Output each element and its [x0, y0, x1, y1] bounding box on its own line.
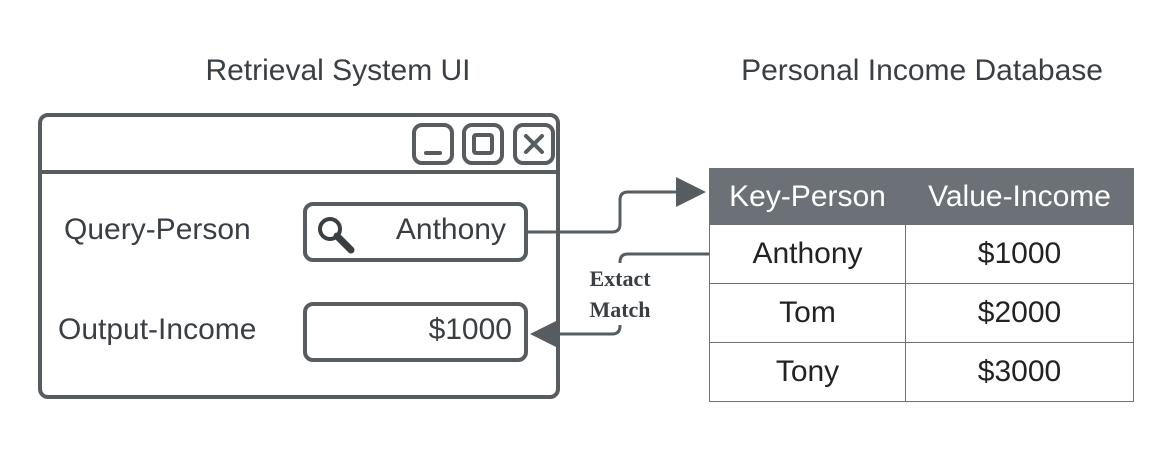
output-income-field: $1000: [303, 302, 528, 362]
table-cell-person: Tom: [709, 283, 906, 343]
output-income-value: $1000: [428, 313, 512, 346]
minimize-button[interactable]: [412, 123, 454, 165]
maximize-button[interactable]: [462, 123, 504, 165]
query-person-value: Anthony: [395, 213, 506, 246]
table-cell-income: $3000: [905, 342, 1134, 402]
annotation-line-2: Match: [589, 297, 651, 322]
search-icon: [318, 217, 355, 254]
table-row: Tom $2000: [709, 283, 1134, 343]
database-section-title: Personal Income Database: [741, 54, 1103, 87]
table-cell-income: $1000: [905, 224, 1134, 284]
close-icon: [524, 134, 544, 154]
ui-section-title: Retrieval System UI: [205, 54, 471, 87]
exact-match-annotation: Extact Match: [578, 263, 662, 325]
header-value-income: Value-Income: [905, 168, 1134, 225]
close-button[interactable]: [513, 123, 555, 165]
minimize-icon: [424, 151, 442, 155]
table-row: Tony $3000: [709, 342, 1134, 402]
query-person-input[interactable]: Anthony: [303, 202, 528, 262]
window-titlebar-divider: [38, 170, 560, 174]
retrieval-window: [38, 113, 560, 399]
header-key-person: Key-Person: [709, 168, 906, 225]
table-cell-person: Tony: [709, 342, 906, 402]
table-cell-person: Anthony: [709, 224, 906, 284]
income-database-table: Key-Person Value-Income Anthony $1000 To…: [709, 168, 1134, 402]
output-income-label: Output-Income: [58, 313, 257, 346]
annotation-line-1: Extact: [589, 266, 651, 291]
query-person-label: Query-Person: [64, 213, 251, 246]
table-header-row: Key-Person Value-Income: [709, 168, 1134, 225]
maximize-icon: [472, 133, 494, 155]
table-row: Anthony $1000: [709, 224, 1134, 284]
query-to-database-arrow: [528, 177, 706, 234]
table-cell-income: $2000: [905, 283, 1134, 343]
